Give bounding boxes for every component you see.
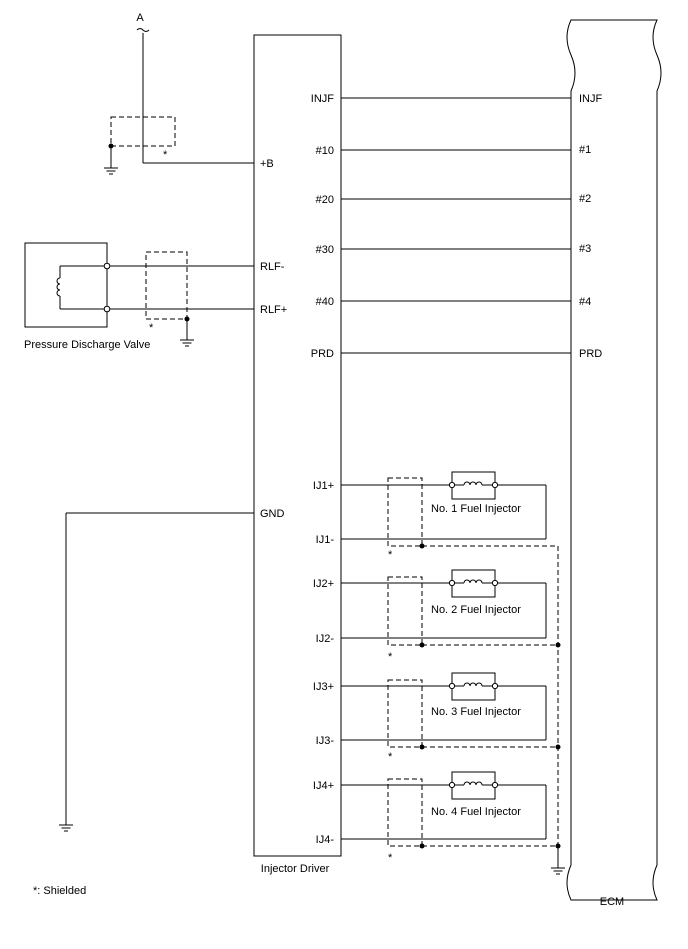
connector-a-label: A [136,12,144,24]
injector-coil-icon [463,781,483,786]
connector-pin-icon [103,305,111,313]
driver-pin-ij2p: IJ2+ [313,578,334,590]
driver-pin-b: +B [260,158,274,170]
injector-driver-label: Injector Driver [261,863,330,875]
shield-injector-4 [387,778,423,847]
driver-pin-10: #10 [316,145,334,157]
injector-coil-icon [463,579,483,584]
shield-mark: * [388,651,393,663]
shield-mark: * [163,149,168,161]
driver-pin-ij4m: IJ4- [316,834,335,846]
ecm-pin-4: #4 [579,296,591,308]
shield-plus-b [110,116,176,147]
injector-4-label: No. 4 Fuel Injector [431,806,521,818]
injector-coil-icon [463,682,483,687]
shield-rlf [145,251,188,320]
valve-coil-icon [56,277,61,297]
shield-injector-1 [387,477,423,547]
driver-pin-rlf-plus: RLF+ [260,304,287,316]
driver-pin-injf: INJF [311,93,335,105]
shield-mark: * [388,852,393,864]
injector-coil-icon [463,481,483,486]
ground-icon [103,167,119,175]
ground-icon [550,867,566,875]
driver-pin-ij3m: IJ3- [316,735,335,747]
ecm-pin-injf: INJF [579,93,603,105]
driver-pin-ij2m: IJ2- [316,633,335,645]
shield-injector-2 [387,576,423,646]
injector-3-label: No. 3 Fuel Injector [431,706,521,718]
driver-pin-gnd: GND [260,508,285,520]
shield-injector-3 [387,679,423,748]
ecm-pin-prd: PRD [579,348,602,360]
legend-shielded: *: Shielded [33,885,86,897]
shield-mark: * [388,751,393,763]
shield-mark: * [388,549,393,561]
ecm-pin-2: #2 [579,193,591,205]
driver-pin-40: #40 [316,296,334,308]
ecm-label: ECM [600,896,624,908]
shield-mark: * [149,322,154,334]
driver-pin-ij1p: IJ1+ [313,480,334,492]
ecm-pin-1: #1 [579,144,591,156]
connector-pin-icon [103,262,111,270]
driver-pin-prd: PRD [311,348,334,360]
injector-1-label: No. 1 Fuel Injector [431,503,521,515]
pressure-valve-box [24,242,108,328]
driver-pin-30: #30 [316,244,334,256]
driver-pin-ij1m: IJ1- [316,534,335,546]
ecm-box [566,19,662,901]
ground-icon [58,824,74,832]
break-mark-icon [136,28,150,32]
ecm-pin-3: #3 [579,243,591,255]
pressure-valve-label: Pressure Discharge Valve [24,339,150,351]
ground-icon [179,339,195,347]
driver-pin-ij3p: IJ3+ [313,681,334,693]
injector-driver-box [253,34,342,857]
driver-pin-20: #20 [316,194,334,206]
injector-2-label: No. 2 Fuel Injector [431,604,521,616]
driver-pin-rlf-minus: RLF- [260,261,285,273]
driver-pin-ij4p: IJ4+ [313,780,334,792]
